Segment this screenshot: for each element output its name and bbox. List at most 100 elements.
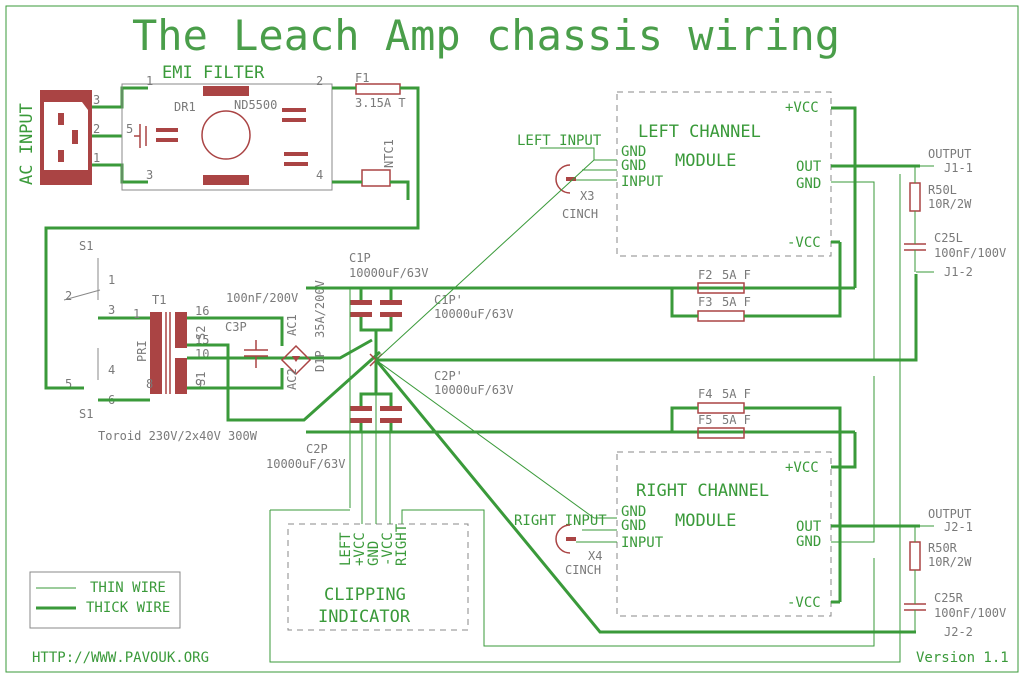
sw-pin-3: 3 <box>108 303 115 317</box>
c25r-name: C25R <box>934 591 964 605</box>
switch-s1-bottom: S1 <box>79 407 93 421</box>
left-channel-module <box>616 91 832 257</box>
diagram-title: The Leach Amp chassis wiring <box>132 11 840 60</box>
left-cinch-type: CINCH <box>562 207 598 221</box>
right-module-title: RIGHT CHANNEL <box>636 481 769 501</box>
c3p-name: C3P <box>225 320 247 334</box>
left-module-title: LEFT CHANNEL <box>638 122 761 142</box>
fuse-f1-name: F1 <box>355 71 369 85</box>
sw-pin-1: 1 <box>108 273 115 287</box>
right-input: INPUT <box>621 535 664 551</box>
f5-name: F5 <box>698 413 712 427</box>
legend-thick-label: THICK WIRE <box>86 600 170 616</box>
version-label: Version 1.1 <box>916 650 1009 666</box>
emi-pin-3: 3 <box>146 168 153 182</box>
left-output-j2: J1-2 <box>944 265 973 279</box>
clip-pin-nvcc: -VCC <box>380 532 396 566</box>
ntc1-label: NTC1 <box>382 139 396 168</box>
footer-url: HTTP://WWW.PAVOUK.ORG <box>32 650 209 666</box>
clip-pin-right: RIGHT <box>394 523 410 566</box>
transformer-pri: PRI <box>135 340 149 362</box>
right-input-label: RIGHT INPUT <box>514 513 607 529</box>
c2p-name: C2P <box>306 442 328 456</box>
choke-top <box>203 86 249 96</box>
right-gnd2: GND <box>621 518 646 534</box>
left-nvcc: -VCC <box>787 235 821 251</box>
f4-value: 5A F <box>722 387 751 401</box>
f3-name: F3 <box>698 295 712 309</box>
bridge-value: 35A/200V <box>313 280 327 338</box>
left-gnd1: GND <box>621 144 646 160</box>
emi-capacitor-2 <box>282 108 308 166</box>
c25l-name: C25L <box>934 231 963 245</box>
choke-bottom <box>203 175 249 185</box>
filter-capacitors-bottom <box>350 406 402 423</box>
ntc1-thermistor <box>361 169 391 187</box>
legend-box <box>29 571 181 629</box>
left-output-label: OUTPUT <box>928 147 971 161</box>
right-output-j2: J2-2 <box>944 625 973 639</box>
emi-filter-box <box>121 83 333 191</box>
sw-pin-4: 4 <box>108 363 115 377</box>
c25l-capacitor <box>904 243 926 251</box>
dr1-label: DR1 <box>174 100 196 114</box>
right-cinch-jack <box>555 524 571 554</box>
fuse-f3 <box>697 310 745 322</box>
bridge-ac2: AC2 <box>285 368 299 390</box>
tr-pin-1: 1 <box>133 307 140 321</box>
c2p2-value: 10000uF/63V <box>434 383 513 397</box>
ac-input-label: AC INPUT <box>17 103 37 185</box>
pin-1: 1 <box>93 151 100 165</box>
bridge-ac1: AC1 <box>285 314 299 336</box>
f3-value: 5A F <box>722 295 751 309</box>
c2p-value: 10000uF/63V <box>266 457 345 471</box>
frame-border <box>5 5 1019 673</box>
clipping-subtitle: INDICATOR <box>318 607 411 627</box>
right-pvcc: +VCC <box>785 460 819 476</box>
pin-3: 3 <box>93 93 100 107</box>
c1p-value: 10000uF/63V <box>349 266 428 280</box>
right-cinch-type: CINCH <box>565 563 601 577</box>
c25l-value: 100nF/100V <box>934 246 1006 260</box>
r50r-name: R50R <box>928 541 958 555</box>
toroid-core <box>201 110 251 160</box>
transformer-primary <box>150 312 162 394</box>
left-cinch-jack <box>555 164 571 194</box>
r50l-value: 10R/2W <box>928 197 972 211</box>
filter-capacitors-top <box>350 300 402 317</box>
emi-pin-4: 4 <box>316 168 323 182</box>
f2-value: 5A F <box>722 268 751 282</box>
left-input-label: LEFT INPUT <box>517 133 602 149</box>
switch-s1 <box>63 258 101 380</box>
sw-pin-2: 2 <box>65 289 72 303</box>
fuse-f2 <box>697 282 745 294</box>
c3p-capacitor <box>244 340 268 368</box>
left-gnd2: GND <box>621 158 646 174</box>
emi-pin-5: 5 <box>126 122 133 136</box>
right-channel-module <box>616 451 832 617</box>
left-pvcc: +VCC <box>785 100 819 116</box>
left-output-j1: J1-1 <box>944 161 973 175</box>
right-nvcc: -VCC <box>787 595 821 611</box>
emi-pin-1: 1 <box>146 74 153 88</box>
clip-pin-left: LEFT <box>338 532 354 566</box>
left-input: INPUT <box>621 174 664 190</box>
emi-filter-title: EMI FILTER <box>162 63 265 83</box>
nd5500-label: ND5500 <box>234 98 277 112</box>
transformer-desc: Toroid 230V/2x40V 300W <box>98 429 258 443</box>
left-gnd: GND <box>796 176 821 192</box>
c25r-value: 100nF/100V <box>934 606 1006 620</box>
right-out: OUT <box>796 519 822 535</box>
f2-name: F2 <box>698 268 712 282</box>
clipping-title: CLIPPING <box>324 585 406 605</box>
c1p2-value: 10000uF/63V <box>434 307 513 321</box>
legend-thin-label: THIN WIRE <box>90 580 166 596</box>
r50l-resistor <box>909 182 921 212</box>
left-module-subtitle: MODULE <box>675 151 736 171</box>
c1p-name: C1P <box>349 251 371 265</box>
clipping-indicator-module <box>287 523 469 631</box>
iec-connector <box>40 90 92 185</box>
c1p2-name: C1P' <box>434 293 463 307</box>
c2p2-name: C2P' <box>434 369 463 383</box>
